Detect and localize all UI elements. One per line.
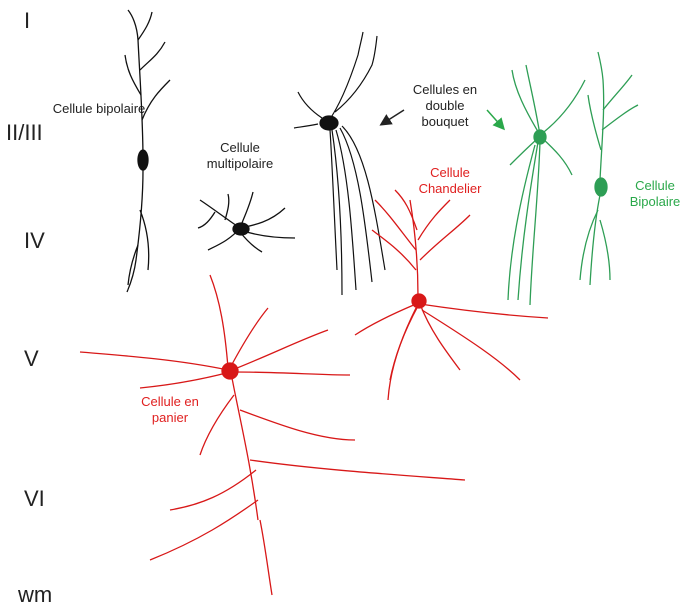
arrow-double-bouquet bbox=[382, 110, 404, 124]
multipolar-cell bbox=[198, 192, 295, 252]
bipolar-cell-black bbox=[125, 10, 170, 292]
bipolar-cell-green bbox=[580, 52, 638, 285]
basket-cell bbox=[80, 275, 465, 595]
chandelier-cell bbox=[355, 190, 548, 400]
double-bouquet-cell bbox=[294, 32, 385, 295]
arrow-green-bouquet bbox=[487, 110, 503, 128]
green-bouquet-cell bbox=[508, 65, 585, 305]
